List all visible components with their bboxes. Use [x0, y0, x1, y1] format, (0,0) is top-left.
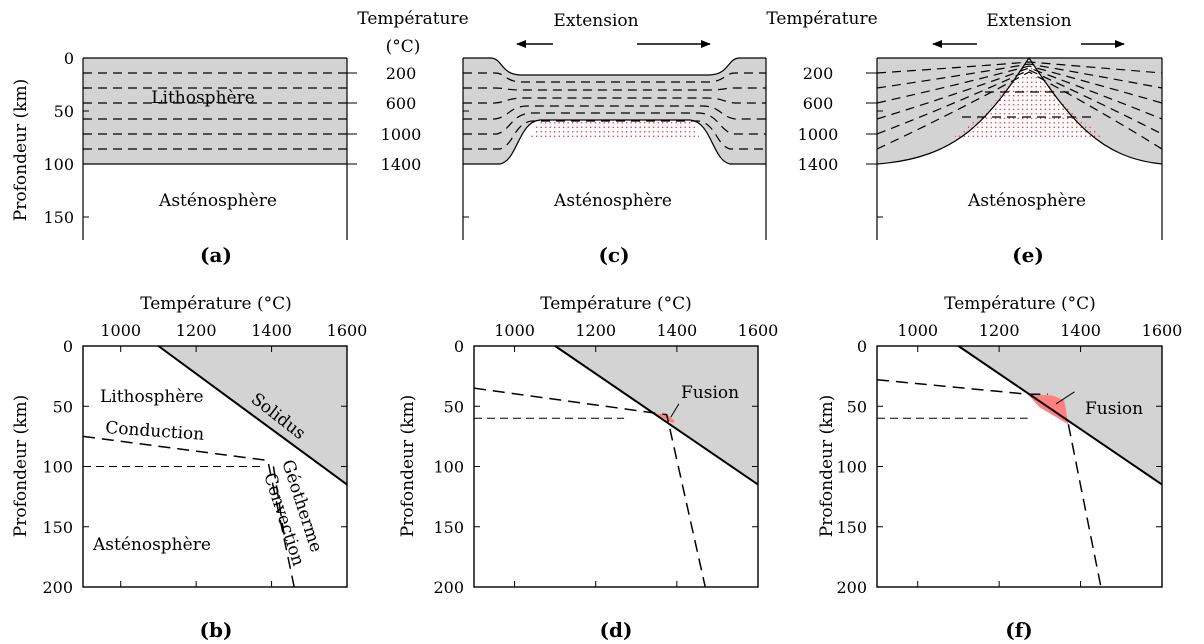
isotherm-scale-2: Température 200 600 1000 1400 — [766, 9, 877, 174]
temperature-unit: (°C) — [386, 37, 421, 57]
panel-f: 1000 1200 1400 1600 0 50 100 150 200 Températur… — [817, 294, 1182, 642]
x-axis-title: Température (°C) — [140, 294, 292, 314]
y-tick-label: 50 — [53, 397, 73, 416]
depth-tick: 100 — [43, 155, 74, 174]
depth-axis-label: Profondeur (km) — [398, 395, 418, 537]
fusion-pointer — [670, 403, 680, 418]
y-tick-label: 100 — [836, 458, 867, 477]
iso-tick: 200 — [803, 64, 834, 83]
geotherm-line — [82, 435, 295, 588]
x-tick-label: 1200 — [575, 321, 616, 340]
x-tick-label: 1000 — [494, 321, 535, 340]
panel-d: 1000 1200 1400 1600 0 50 100 150 200 Températur… — [398, 294, 778, 642]
depth-tick: 150 — [43, 208, 74, 227]
iso-tick: 1000 — [381, 125, 422, 144]
panel-a: 0 50 100 150 Profondeur (km) Lithosphère… — [11, 49, 357, 267]
x-tick-label: 1600 — [1142, 321, 1183, 340]
x-tick-label: 1600 — [327, 321, 368, 340]
melt-region — [654, 413, 675, 424]
y-tick-label: 200 — [433, 578, 464, 597]
extension-label: Extension — [553, 11, 638, 31]
geotherm-line — [473, 387, 706, 588]
temperature-header: Température — [766, 9, 877, 29]
depth-tick: 50 — [54, 102, 74, 121]
y-tick-label: 0 — [454, 337, 464, 356]
isotherm-scale-1: Température (°C) 200 600 1000 1400 — [357, 9, 468, 174]
asthenosphere-label: Asténosphère — [967, 191, 1086, 211]
temperature-header: Température — [357, 9, 468, 29]
fusion-label: Fusion — [1085, 399, 1143, 419]
iso-tick: 1400 — [381, 155, 422, 174]
iso-tick: 1000 — [798, 125, 839, 144]
y-tick-label: 50 — [444, 397, 464, 416]
y-tick-label: 0 — [857, 337, 867, 356]
depth-axis-label: Profondeur (km) — [11, 395, 31, 537]
extension-label: Extension — [986, 11, 1071, 31]
solidus-line — [554, 345, 759, 486]
x-ticks: 1000 1200 1400 1600 — [494, 321, 778, 587]
x-tick-label: 1200 — [176, 321, 217, 340]
asthenosphere-label: Asténosphère — [158, 191, 277, 211]
fusion-label: Fusion — [681, 383, 739, 403]
iso-tick: 600 — [386, 94, 417, 113]
y-ticks: 0 50 100 150 200 — [42, 337, 347, 597]
solidus-line — [157, 345, 348, 486]
y-tick-label: 200 — [836, 578, 867, 597]
panel-c: Extension Asténosphère (c) — [462, 11, 767, 267]
y-tick-label: 100 — [42, 458, 73, 477]
x-axis-title: Température (°C) — [944, 294, 1096, 314]
lithosphere-label: Lithosphère — [100, 387, 204, 407]
y-tick-label: 100 — [433, 458, 464, 477]
y-ticks: 0 50 100 150 200 — [836, 337, 1162, 597]
geotherm-lower-line — [1067, 424, 1102, 588]
x-ticks: 1000 1200 1400 1600 — [100, 321, 367, 587]
asthenosphere-label: Asténosphère — [92, 535, 211, 555]
conduction-label: Conduction — [105, 418, 205, 445]
depth-axis-label: Profondeur (km) — [817, 395, 837, 537]
x-tick-label: 1200 — [979, 321, 1020, 340]
y-ticks: 0 50 100 150 200 — [433, 337, 758, 597]
x-tick-label: 1000 — [100, 321, 141, 340]
y-tick-label: 150 — [836, 518, 867, 537]
x-tick-label: 1600 — [738, 321, 779, 340]
x-tick-label: 1000 — [897, 321, 938, 340]
depth-axis-label: Profondeur (km) — [11, 79, 31, 221]
caption-c: (c) — [598, 243, 629, 267]
solidus-line — [957, 345, 1163, 486]
caption-f: (f) — [1005, 618, 1033, 642]
x-tick-label: 1400 — [656, 321, 697, 340]
y-tick-label: 150 — [42, 518, 73, 537]
caption-d: (d) — [600, 618, 633, 642]
fusion-pointer — [1055, 391, 1075, 405]
x-ticks: 1000 1200 1400 1600 — [897, 321, 1182, 587]
iso-tick: 600 — [803, 94, 834, 113]
x-axis-title: Température (°C) — [540, 294, 692, 314]
panel-b: 1000 1200 1400 1600 0 50 100 150 200 Températur… — [11, 294, 367, 642]
y-tick-label: 200 — [42, 578, 73, 597]
lithosphere-label: Lithosphère — [151, 88, 255, 108]
caption-e: (e) — [1012, 243, 1044, 267]
y-tick-label: 50 — [847, 397, 867, 416]
caption-b: (b) — [200, 618, 233, 642]
iso-tick: 200 — [386, 64, 417, 83]
melt-region — [1027, 394, 1069, 425]
x-tick-label: 1400 — [251, 321, 292, 340]
panel-e: Extension Asténosphère (e) — [866, 11, 1163, 267]
x-tick-label: 1400 — [1060, 321, 1101, 340]
depth-tick: 0 — [64, 49, 74, 68]
caption-a: (a) — [200, 243, 232, 267]
iso-tick: 1400 — [798, 155, 839, 174]
y-tick-label: 0 — [63, 337, 73, 356]
asthenosphere-label: Asténosphère — [553, 191, 672, 211]
geotherm-inner-line — [272, 466, 286, 539]
y-tick-label: 150 — [433, 518, 464, 537]
